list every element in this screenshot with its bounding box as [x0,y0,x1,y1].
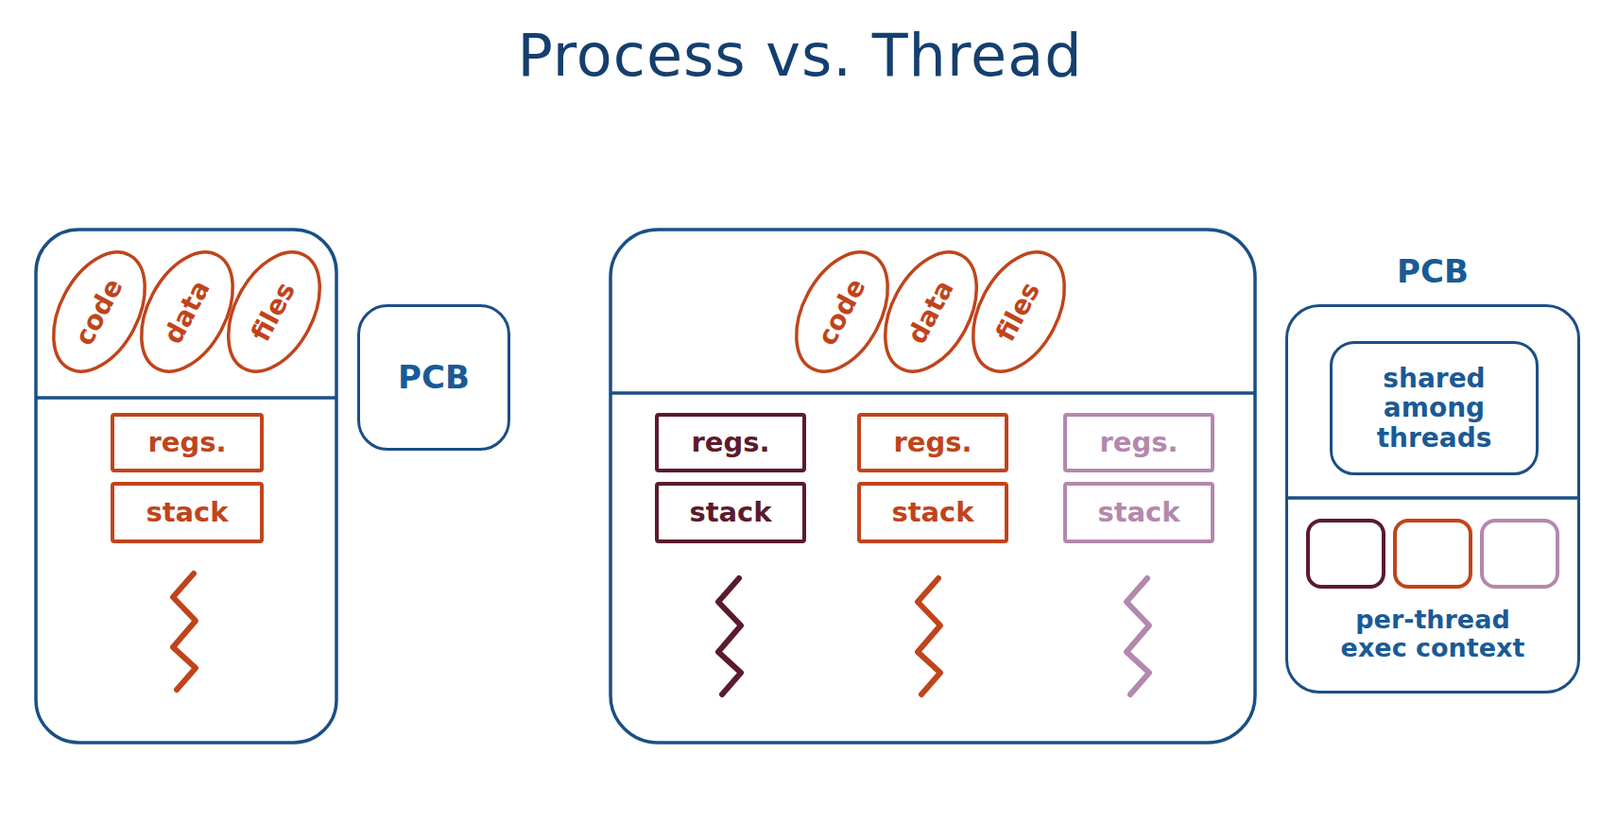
ellipse-shape [954,237,1084,388]
thread-context-box [1481,520,1558,587]
divider-line [35,395,337,400]
pcb-box: PCBper-thread exec contextshared among t… [1285,304,1581,694]
context-label: stack [1097,498,1180,529]
thread-context-box [1307,520,1384,587]
pcb-label: shared among threads [1354,363,1515,453]
pcb-box: PCB [357,304,511,451]
context-box: regs. [654,412,807,473]
divider-line [1285,496,1581,500]
context-label: stack [145,498,228,529]
shared-box: shared among threads [1329,341,1539,476]
ellipse-shape [777,237,907,388]
process-box [610,229,1256,743]
context-label: regs. [690,428,770,459]
pcb-context-label: per-thread exec context [1288,605,1578,662]
pcb-label: PCB [397,360,470,396]
context-box: regs. [857,412,1009,473]
thread-context-box [1394,520,1471,587]
ellipse-shape [209,237,339,388]
context-box: stack [110,481,264,544]
thread-squiggle [917,578,941,695]
diagram-title: Process vs. Thread [0,20,1600,90]
segment-ellipse: files [951,234,1086,390]
context-label: regs. [893,428,972,459]
pcb-heading: PCB [1288,254,1578,290]
context-box: stack [654,481,807,544]
divider-line [610,391,1256,396]
segment-ellipse: files [206,234,342,390]
context-box: regs. [110,412,264,473]
thread-squiggle [718,578,741,695]
context-box: stack [857,481,1009,544]
context-label: stack [891,498,974,529]
context-label: stack [688,498,772,529]
context-label: regs. [147,428,226,459]
thread-squiggle [172,573,196,690]
thread-squiggle [1126,578,1150,695]
context-box: stack [1063,481,1215,544]
context-box: regs. [1063,412,1215,473]
context-label: regs. [1099,428,1178,459]
